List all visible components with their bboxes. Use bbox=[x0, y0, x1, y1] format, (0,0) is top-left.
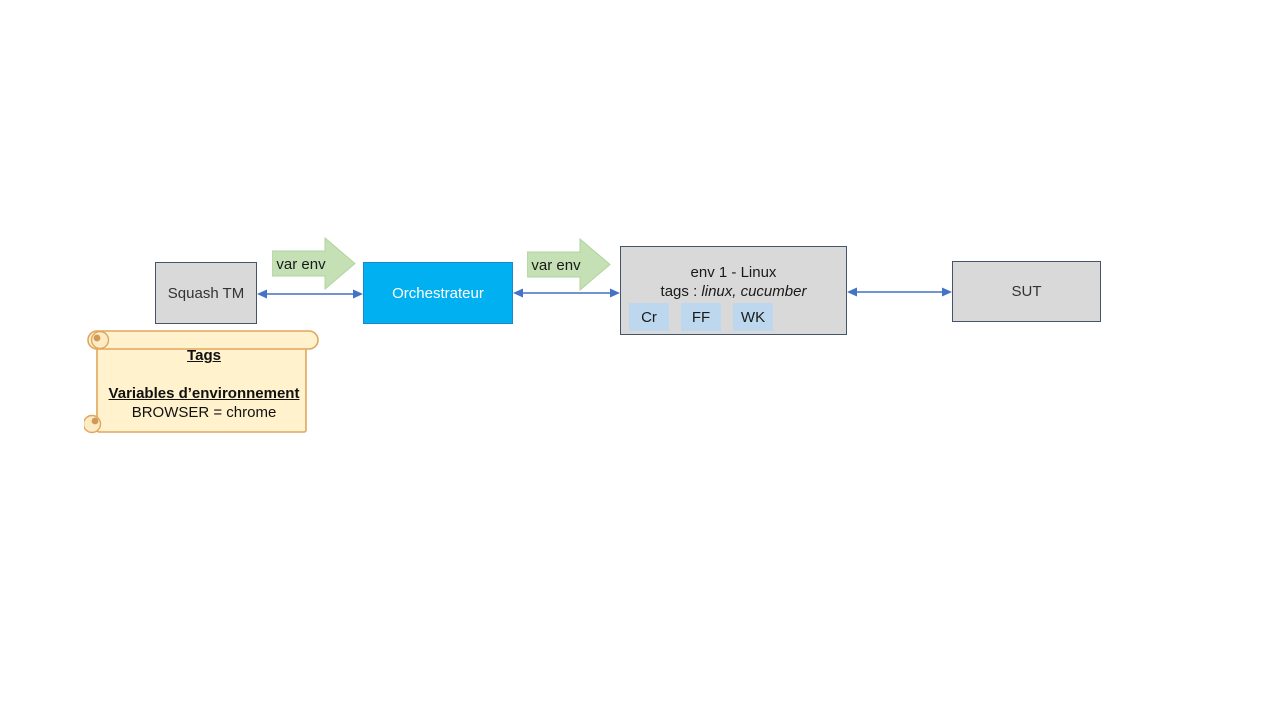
double-arrow-icon bbox=[257, 289, 363, 299]
node-squash-tm: Squash TM bbox=[155, 262, 257, 324]
connector-orchestrateur-env bbox=[513, 287, 620, 299]
node-orchestrateur-label: Orchestrateur bbox=[392, 284, 484, 302]
flow-arrow-var-env-right: var env bbox=[527, 238, 611, 291]
block-arrow-right-icon bbox=[272, 237, 356, 290]
env-chip-row: Cr FF WK bbox=[629, 303, 773, 331]
node-orchestrateur: Orchestrateur bbox=[363, 262, 513, 324]
env-title: env 1 - Linux bbox=[690, 264, 777, 281]
flow-arrow-var-env-left: var env bbox=[272, 237, 356, 290]
env-tags-line: tags : linux, cucumber bbox=[621, 283, 846, 300]
env-tags-label: tags : bbox=[660, 283, 702, 300]
connector-env-sut bbox=[847, 286, 952, 298]
node-sut-label: SUT bbox=[1011, 283, 1042, 300]
env-tags-value: linux, cucumber bbox=[701, 283, 807, 300]
node-sut: SUT bbox=[952, 261, 1101, 322]
flow-arrow-label: var env bbox=[531, 256, 581, 274]
note-line-browser: BROWSER = chrome bbox=[131, 404, 277, 421]
flow-arrow-label: var env bbox=[276, 255, 326, 273]
note-text-block: Tags Variables d’environnement BROWSER =… bbox=[98, 346, 310, 422]
chip-cr: Cr bbox=[629, 303, 669, 331]
note-heading-variables: Variables d’environnement bbox=[108, 385, 300, 402]
node-env-linux: env 1 - Linux tags : linux, cucumber Cr … bbox=[620, 246, 847, 335]
chip-ff: FF bbox=[681, 303, 721, 331]
chip-wk: WK bbox=[733, 303, 773, 331]
horizontal-scroll-shape-icon bbox=[84, 330, 319, 434]
connector-squash-orchestrateur bbox=[257, 288, 363, 300]
double-arrow-icon bbox=[847, 287, 952, 297]
note-scroll: Tags Variables d’environnement BROWSER =… bbox=[84, 328, 324, 438]
block-arrow-right-icon bbox=[527, 238, 611, 291]
note-heading-tags: Tags bbox=[187, 347, 221, 364]
note-spacer bbox=[98, 365, 310, 384]
double-arrow-icon bbox=[513, 288, 620, 298]
node-squash-tm-label: Squash TM bbox=[167, 284, 245, 302]
